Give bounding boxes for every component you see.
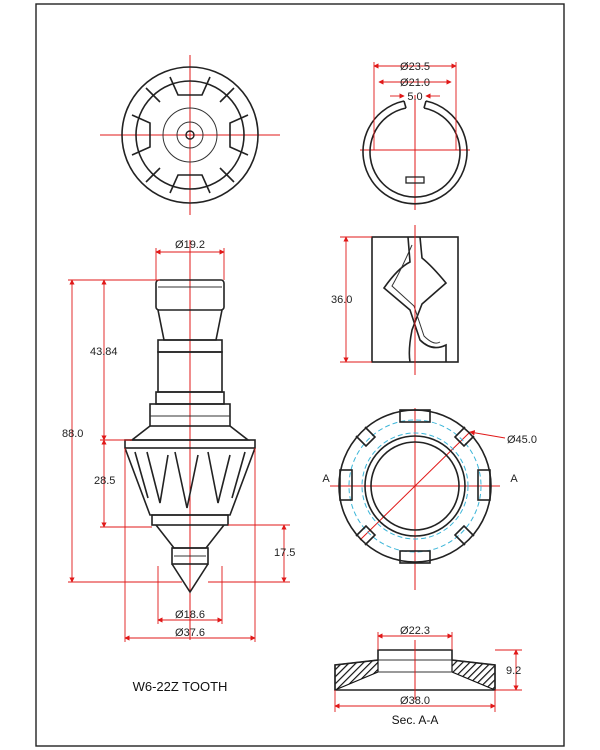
- dim-upper-len: 43.84: [90, 346, 118, 358]
- drawing-title: W6-22Z TOOTH: [133, 679, 228, 694]
- sheet-border: [35, 3, 565, 747]
- dim-washer-dia: Ø45.0: [507, 434, 537, 446]
- dim-body-len: 28.5: [94, 475, 115, 487]
- dim-top-dia: Ø19.2: [175, 239, 205, 251]
- section-mark-right: A: [510, 473, 518, 485]
- sleeve-view: 36.0: [331, 225, 459, 375]
- section-aa-view: Ø22.3 9.2 Ø38.0 Sec. A-A: [334, 625, 522, 727]
- dim-tip-dia: Ø18.6: [175, 609, 205, 621]
- washer-view: Ø45.0 A A: [322, 408, 537, 590]
- tooth-side-view: Ø19.2 43.84 88.0 28.5 17.5 Ø18.6 Ø37.6 W…: [62, 239, 295, 694]
- dim-ring-inner: Ø21.0: [400, 77, 430, 89]
- dim-ring-slot: 5.0: [407, 91, 422, 103]
- dim-total-len: 88.0: [62, 428, 83, 440]
- section-mark-left: A: [322, 473, 330, 485]
- dim-section-top: Ø22.3: [400, 625, 430, 637]
- dim-section-height: 9.2: [506, 665, 521, 677]
- section-caption: Sec. A-A: [392, 713, 439, 727]
- dim-ring-outer: Ø23.5: [400, 61, 430, 73]
- dim-tip-len: 17.5: [274, 547, 295, 559]
- dim-sleeve-height: 36.0: [331, 294, 352, 306]
- dim-body-dia: Ø37.6: [175, 627, 205, 639]
- top-view-cap: [100, 55, 280, 215]
- dim-section-outer: Ø38.0: [400, 695, 430, 707]
- split-ring-view: Ø23.5 Ø21.0 5.0: [360, 61, 470, 210]
